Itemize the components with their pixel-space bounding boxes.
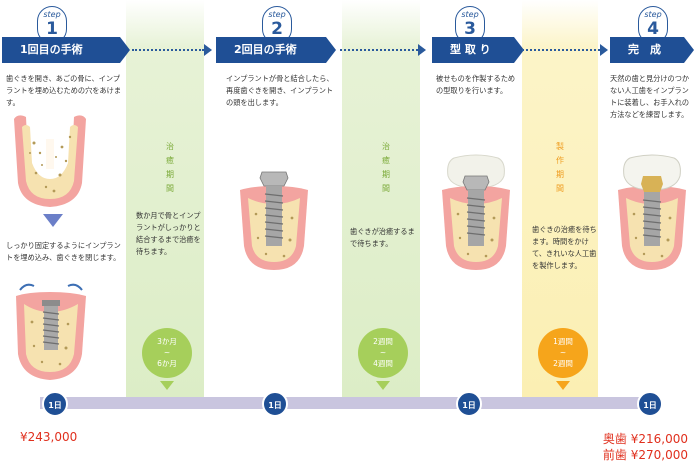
healing-duration-badge-1: 3か月 ~ 6か月 bbox=[142, 328, 192, 378]
impression-illustration bbox=[442, 154, 510, 270]
step-2-description: インプラントが骨と結合したら、再度歯ぐきを開き、インプラントの頭を出します。 bbox=[226, 74, 334, 107]
arrow-right-icon bbox=[418, 44, 426, 56]
healing-period-label-1: 治 癒 期 間 bbox=[166, 142, 174, 193]
step-4-title: 完 成 bbox=[610, 37, 694, 63]
jaw-with-hole-illustration bbox=[14, 115, 86, 207]
day-badge-step-3: 1日 bbox=[456, 391, 482, 417]
price-step-1: ¥243,000 bbox=[20, 430, 78, 444]
step-4-description: 天然の歯と見分けのつかない人工歯をインプラントに装着し、お手入れの方法などを練習… bbox=[610, 74, 690, 119]
connector-dots bbox=[522, 49, 600, 51]
production-description: 歯ぐきの治癒を待ちます。時間をかけて、きれいな人工歯を製作します。 bbox=[532, 225, 597, 270]
step-2-title: 2回目の手術 bbox=[216, 37, 336, 63]
step-1-title: 1回目の手術 bbox=[2, 37, 130, 63]
day-badge-step-2: 1日 bbox=[262, 391, 288, 417]
arrow-right-icon bbox=[204, 44, 212, 56]
healing-period-label-2: 治 癒 期 間 bbox=[382, 142, 390, 193]
price-front-tooth: 前歯 ¥270,000 bbox=[602, 448, 688, 462]
step-3-title: 型 取 り bbox=[432, 37, 524, 63]
step-1-followup-description: しっかり固定するようにインプラントを埋め込み、歯ぐきを閉じます。 bbox=[6, 241, 121, 262]
price-molar: 奥歯 ¥216,000 bbox=[602, 432, 688, 446]
step-3-description: 被せものを作製するための型取りを行います。 bbox=[436, 74, 516, 95]
healing-description-2: 歯ぐきが治癒するまで待ちます。 bbox=[350, 227, 415, 248]
connector-dots bbox=[132, 49, 204, 51]
down-arrow-icon bbox=[376, 381, 390, 390]
down-arrow-icon bbox=[160, 381, 174, 390]
step-1-description: 歯ぐきを開き、あごの骨に、インプラントを埋め込むための穴をあけます。 bbox=[6, 74, 122, 107]
day-badge-step-1: 1日 bbox=[42, 391, 68, 417]
implant-exposed-illustration bbox=[240, 171, 308, 270]
day-badge-step-4: 1日 bbox=[637, 391, 663, 417]
connector-dots bbox=[340, 49, 418, 51]
healing-description-1: 数か月で骨とインプラントがしっかりと結合するまで治癒を待ちます。 bbox=[136, 211, 201, 256]
down-arrow-icon bbox=[43, 214, 63, 227]
completed-crown-illustration bbox=[618, 154, 686, 270]
arrow-right-icon bbox=[600, 44, 608, 56]
production-period-label: 製 作 期 間 bbox=[556, 142, 564, 193]
healing-duration-badge-2: 2週間 ~ 4週間 bbox=[358, 328, 408, 378]
implant-placed-illustration bbox=[16, 283, 86, 380]
down-arrow-icon bbox=[556, 381, 570, 390]
production-duration-badge: 1週間 ~ 2週間 bbox=[538, 328, 588, 378]
treatment-timeline bbox=[40, 397, 660, 409]
